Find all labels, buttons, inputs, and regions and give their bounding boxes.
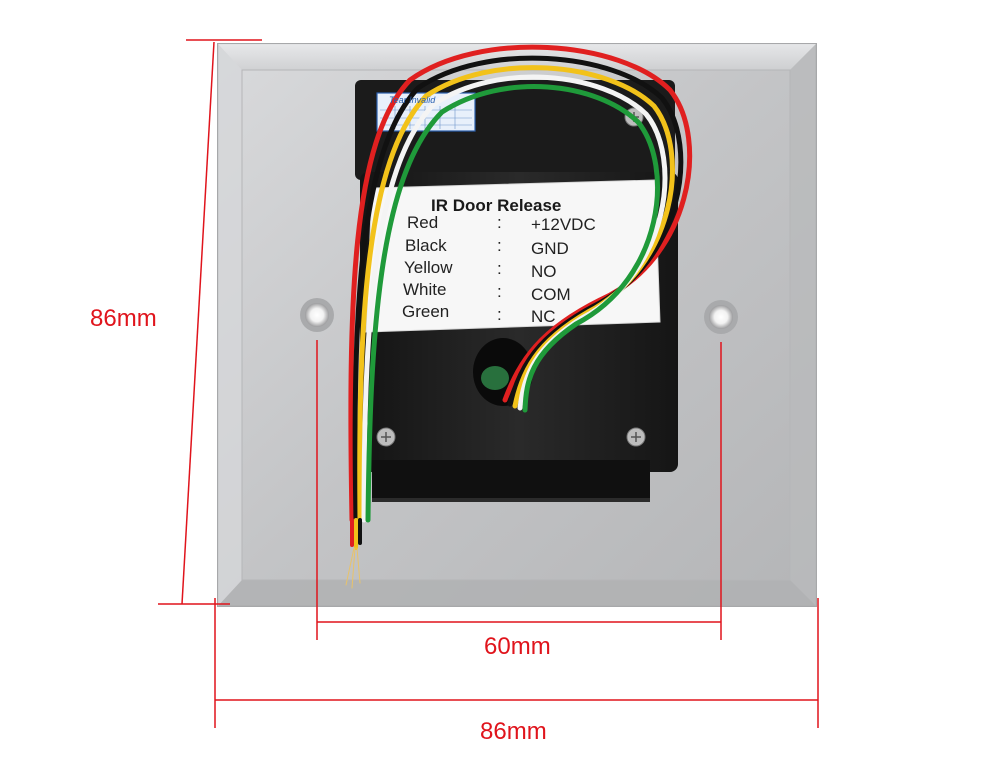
wire-function: GND xyxy=(531,239,569,258)
mounting-hole-right xyxy=(704,300,738,334)
separator: : xyxy=(497,236,502,255)
separator: : xyxy=(497,259,502,278)
wire-name: Yellow xyxy=(404,258,453,277)
wire-bundle xyxy=(345,44,692,589)
screw-bottom-left xyxy=(376,427,396,447)
wire-function: NO xyxy=(531,262,557,281)
sticker-text: Tear Invalid xyxy=(389,95,436,105)
label-title: IR Door Release xyxy=(431,196,562,215)
wire-name: Black xyxy=(405,236,447,255)
separator: : xyxy=(497,282,502,301)
wire-name: Red xyxy=(407,213,439,232)
width-dimension-label: 86mm xyxy=(480,718,547,745)
wire-function: NC xyxy=(531,307,556,326)
wire-function: +12VDC xyxy=(531,215,596,234)
mounting-hole-left xyxy=(300,298,334,332)
hole-spacing-dimension-label: 60mm xyxy=(484,633,551,660)
height-dimension-label: 86mm xyxy=(90,305,157,332)
wire-name: Green xyxy=(402,302,450,321)
separator: : xyxy=(497,305,502,324)
wire-function: COM xyxy=(531,285,571,304)
separator: : xyxy=(497,213,502,232)
wire-name: White xyxy=(403,280,447,299)
dimension-lines xyxy=(158,39,819,728)
screw-bottom-right xyxy=(626,427,646,447)
